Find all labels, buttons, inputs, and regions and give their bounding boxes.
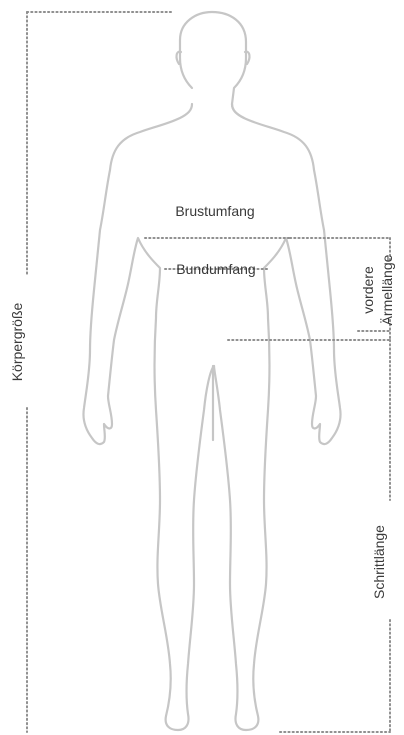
measurement-labels: Brustumfang Bundumfang Körpergröße vorde…: [9, 203, 395, 599]
sleeve-label-line1: vordere: [360, 266, 376, 314]
right-body-outline: [214, 104, 341, 730]
inseam-label: Schrittlänge: [371, 525, 387, 599]
sleeve-label-line2: Ärmellänge: [379, 254, 395, 325]
waist-label: Bundumfang: [176, 261, 255, 277]
body-silhouette: [83, 12, 340, 730]
left-body-outline: [83, 104, 214, 730]
chest-label: Brustumfang: [175, 203, 254, 219]
height-label: Körpergröße: [9, 302, 25, 381]
head-outline: [180, 12, 246, 118]
